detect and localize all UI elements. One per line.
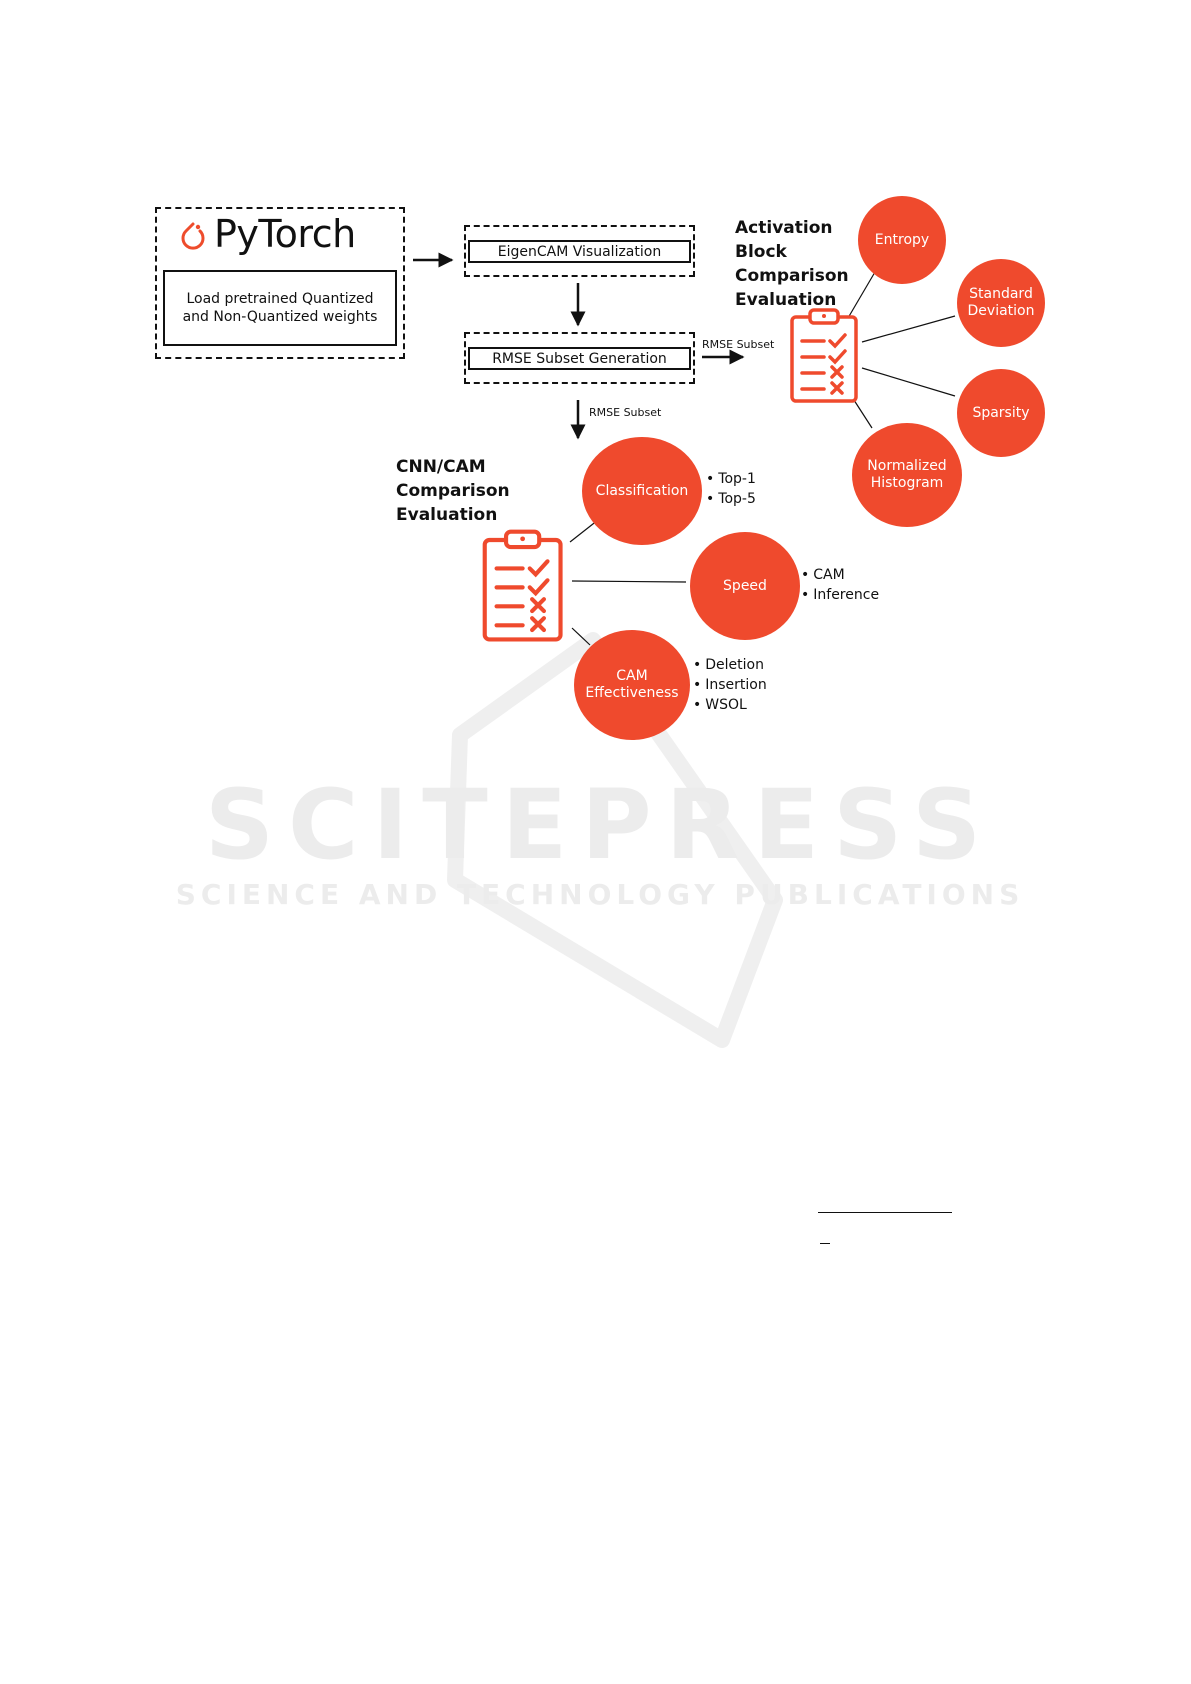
pytorch-block — [155, 207, 405, 359]
load-weights-box: Load pretrained Quantized and Non-Quanti… — [163, 270, 397, 346]
speed-metrics-list: CAM Inference — [801, 565, 879, 605]
list-item: Deletion — [693, 655, 767, 675]
list-item: Top-5 — [706, 489, 756, 509]
list-item: Inference — [801, 585, 879, 605]
cnn-cam-heading: CNN/CAM Comparison Evaluation — [396, 457, 510, 525]
clipboard-checklist-icon — [790, 308, 858, 403]
link-histogram — [851, 396, 873, 429]
activation-heading: Activation Block Comparison Evaluation — [735, 218, 849, 310]
watermark-title: SCITEPRESS — [204, 769, 996, 881]
rmse-subset-box: RMSE Subset Generation — [468, 347, 691, 370]
watermark-subtitle: SCIENCE AND TECHNOLOGY PUBLICATIONS — [175, 878, 1025, 911]
rmse-subset-label-down: RMSE Subset — [589, 406, 662, 419]
cam-effectiveness-metrics-list: Deletion Insertion WSOL — [693, 655, 767, 715]
classification-metrics-list: Top-1 Top-5 — [706, 469, 756, 509]
pytorch-logo-text: PyTorch — [214, 212, 356, 256]
footnote-mark — [820, 1243, 830, 1244]
link-std — [861, 315, 956, 343]
list-item: Insertion — [693, 675, 766, 695]
eigencam-block — [464, 225, 695, 277]
link-cam — [571, 627, 591, 646]
sparsity-node: Sparsity — [957, 369, 1045, 457]
entropy-node: Entropy — [858, 196, 946, 284]
rmse-subset-label-right: RMSE Subset — [702, 338, 775, 351]
clipboard-checklist-icon — [482, 529, 563, 642]
speed-node: Speed — [690, 532, 800, 640]
list-item: Top-1 — [706, 469, 756, 489]
eigencam-box: EigenCAM Visualization — [468, 240, 691, 263]
classification-node: Classification — [582, 437, 702, 545]
list-item: CAM — [801, 565, 879, 585]
link-entropy — [847, 271, 876, 319]
link-sparsity — [861, 367, 956, 397]
list-item: WSOL — [693, 695, 767, 715]
link-speed — [571, 580, 687, 583]
rmse-block — [464, 332, 695, 384]
pytorch-logo-icon — [181, 222, 205, 250]
footnote-rule — [818, 1212, 952, 1213]
